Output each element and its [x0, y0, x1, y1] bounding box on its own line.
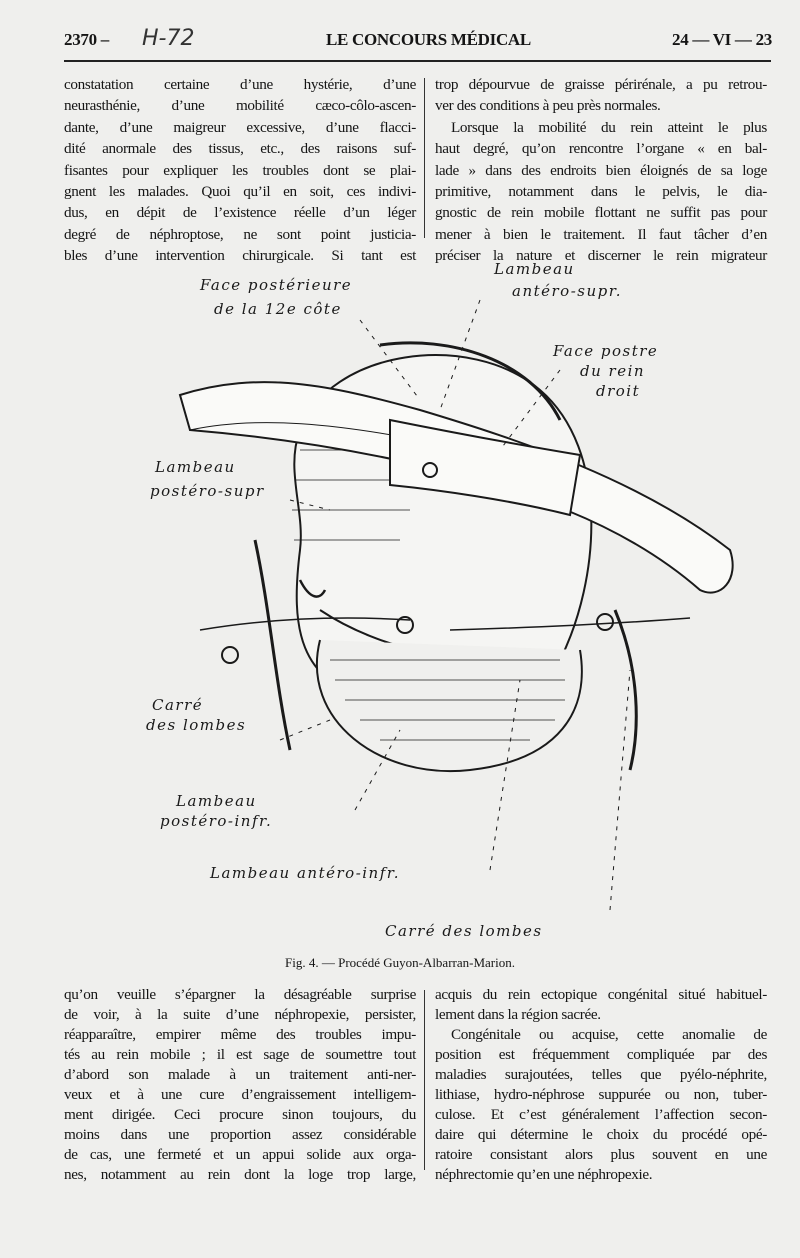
text-line: bles d’une intervention chirurgicale. Si… [64, 247, 416, 265]
figure-caption: Fig. 4. — Procédé Guyon-Albarran-Marion. [285, 955, 515, 970]
column-divider [424, 990, 425, 1170]
text-line: neurasthénie, d’une mobilité cæco-côlo-a… [64, 97, 416, 115]
text-line: dus, en dépit de l’existence réelle d’un… [64, 204, 416, 222]
text-line: haut degré, qu’on rencontre l’organe « e… [435, 140, 767, 158]
text-line: Congénitale ou acquise, cette anomalie d… [451, 1026, 767, 1043]
text-line: mener à bien le traitement. Il faut tâch… [435, 225, 767, 243]
text-line: culose. Et c’est généralement l’affectio… [435, 1106, 767, 1123]
label-face-post-rein: droit [596, 382, 641, 400]
text-line: ment dirigée. Ceci procure sinon toujour… [64, 1106, 416, 1123]
label-lambeau-postero-sup: Lambeau [155, 458, 236, 476]
label-lambeau-antero-sup: Lambeau [494, 260, 575, 278]
label-lambeau-antero-sup: antéro-supr. [512, 282, 623, 300]
label-face-post-rein: du rein [580, 362, 646, 380]
label-carre-lombes: Carré [152, 696, 204, 714]
text-line: fisantes pour expliquer les troubles don… [64, 161, 416, 179]
label-lambeau-postero-inf: postéro-infr. [160, 812, 273, 830]
label-face-post-rein: Face postre [553, 342, 659, 360]
text-line: de cas, une fermeté et un appui solide a… [64, 1146, 416, 1163]
text-line: ver des conditions à peu près normales. [435, 97, 661, 115]
text-line: d’abord son malade à un traitement anti-… [64, 1066, 416, 1083]
bottom-right-column: acquis du rein ectopique congénital situ… [435, 985, 767, 1185]
label-lambeau-postero-inf: Lambeau [176, 792, 257, 810]
text-line: daire qui détermine le choix du procédé … [435, 1126, 767, 1143]
text-line: dante, d’une maigreur excessive, d’une f… [64, 118, 416, 136]
text-line: de voir, à la suite d’une néphropexie, p… [64, 1006, 416, 1023]
text-line: veux et à une cure d’engraissement intel… [64, 1086, 416, 1103]
label-carre-lombes: des lombes [146, 716, 247, 734]
rib-drawing [178, 381, 734, 594]
label-carre-lombes-bottom: Carré des lombes [385, 922, 543, 940]
text-line: constatation certaine d’une hystérie, d’… [64, 76, 416, 93]
text-line: lement dans la région sacrée. [435, 1006, 601, 1023]
text-line: position est fréquemment compliquée par … [435, 1046, 767, 1063]
surgical-illustration [178, 299, 734, 911]
text-line: trop dépourvue de graisse périrénale, a … [435, 76, 767, 93]
text-line: qu’on veuille s’épargner la désagréable … [64, 986, 416, 1003]
text-line: ratoire consistant alors plus souvent en… [435, 1146, 767, 1163]
handwritten-note: H-72 [142, 26, 195, 51]
text-line: néphrectomie qu’en une néphropexie. [435, 1166, 653, 1183]
text-line: gnostic de rein mobile flottant ne suffi… [435, 204, 767, 222]
label-lambeau-antero-inf: Lambeau antéro-infr. [210, 864, 401, 882]
lower-flap-drawing [315, 639, 583, 773]
label-face-posterieure: Face postérieure [200, 276, 353, 294]
text-line: tés au rein mobile ; il est sage de soum… [64, 1046, 416, 1063]
top-left-column: constatation certaine d’une hystérie, d’… [64, 74, 416, 267]
text-line: gnent les malades. Quoi qu’il en soit, c… [64, 182, 416, 200]
text-line: moins dans une proportion assez considér… [64, 1126, 416, 1143]
text-line: acquis du rein ectopique congénital situ… [435, 986, 767, 1003]
label-face-posterieure: de la 12e côte [214, 300, 342, 318]
text-line: nes, notamment au rein dont la loge trop… [64, 1166, 416, 1183]
column-divider [424, 78, 425, 238]
text-line: dité anormale des tissus, etc., des rais… [64, 140, 416, 158]
bottom-left-column: qu’on veuille s’épargner la désagréable … [64, 985, 416, 1185]
text-line: lade » dans des endroits bien éloignés d… [435, 161, 767, 179]
text-line: lithiase, hydro-néphrose suppurée ou non… [435, 1086, 767, 1103]
text-line: réapparaître, empirer même des troubles … [64, 1026, 416, 1043]
label-lambeau-postero-sup: postéro-supr [150, 482, 265, 500]
text-line: degré de néphroptose, ne sont point just… [64, 225, 416, 243]
text-line: primitive, notamment dans le pelvis, le … [435, 182, 767, 200]
header-rule [64, 60, 771, 62]
issue-date: 24 — VI — 23 [672, 30, 772, 49]
text-line: maladies surajoutées, telles que pyélo-n… [435, 1066, 767, 1083]
text-line: Lorsque la mobilité du rein atteint le p… [451, 118, 767, 136]
top-right-column: trop dépourvue de graisse périrénale, a … [435, 74, 767, 267]
journal-title: LE CONCOURS MÉDICAL [326, 30, 531, 49]
page-number: 2370 – [64, 30, 109, 49]
text-line: préciser la nature et discerner le rein … [435, 247, 767, 265]
